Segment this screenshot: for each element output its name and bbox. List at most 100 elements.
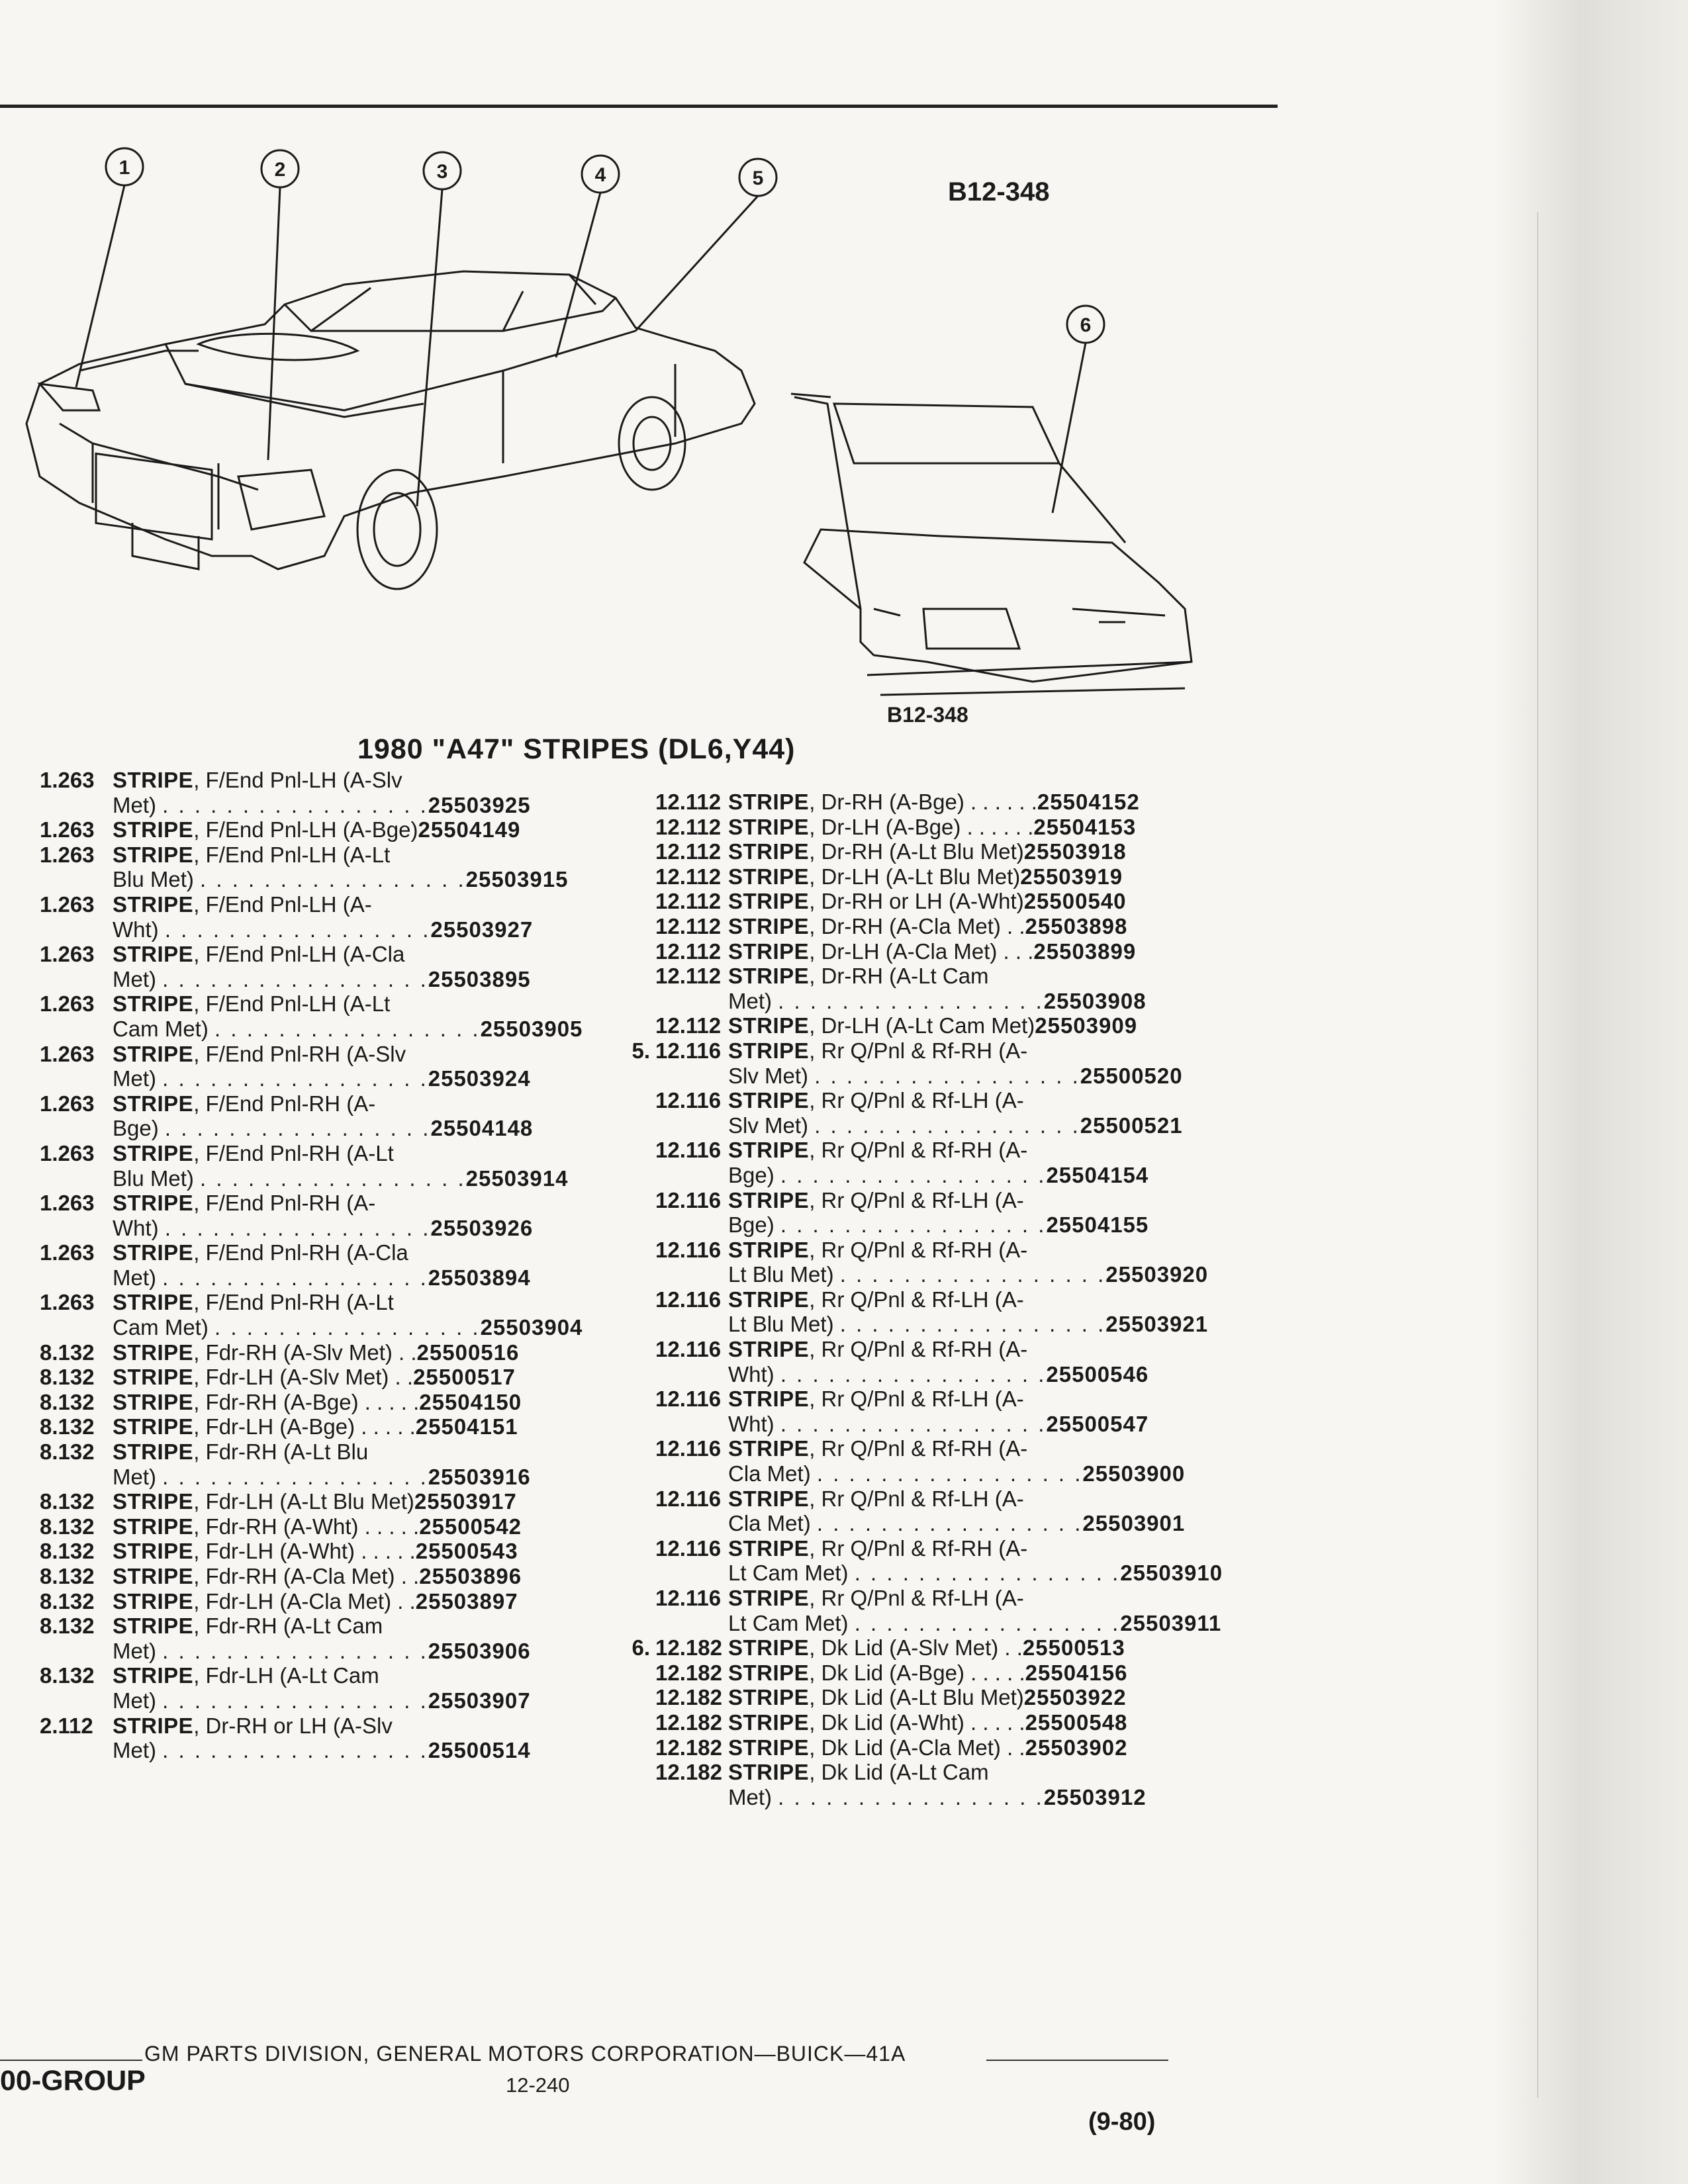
reference-number: 8.132 xyxy=(40,1588,95,1614)
part-qualifier: , Fdr-RH (A-Wht) . . . . . xyxy=(193,1514,420,1539)
part-number: 25504156 xyxy=(1025,1660,1128,1685)
part-qualifier: , Dr-LH (A-Lt Cam Met) xyxy=(809,1013,1035,1038)
part-description: STRIPE, Fdr-LH (A-Cla Met) . .25503897 xyxy=(113,1589,583,1614)
item-number xyxy=(616,914,655,939)
reference-number: 2.112 xyxy=(40,1713,93,1738)
part-number: 25504149 xyxy=(418,817,521,842)
leader-dots: . . . . . . . . . . . . . . . . . xyxy=(778,1784,1044,1809)
reference-number: 12.116 xyxy=(655,1436,722,1461)
description-line: STRIPE, Rr Q/Pnl & Rf-RH (A- xyxy=(728,1038,1278,1064)
part-number: 25503901 xyxy=(1082,1511,1186,1536)
callout-6: 6 xyxy=(1080,314,1092,336)
part-number: 25504151 xyxy=(415,1414,518,1439)
item-number xyxy=(616,1486,655,1536)
part-description: STRIPE, Fdr-RH (A-Cla Met) . .25503896 xyxy=(113,1564,583,1589)
part-name: STRIPE xyxy=(113,1489,194,1514)
part-name: STRIPE xyxy=(728,1088,810,1113)
part-name: STRIPE xyxy=(728,1535,810,1561)
part-number: 25503908 xyxy=(1043,988,1147,1013)
part-number: 25503917 xyxy=(414,1489,517,1514)
part-qualifier: , Dk Lid (A-Wht) . . . . . xyxy=(809,1709,1025,1735)
leader-dots: . . . . . . . . . . . . . . . . . xyxy=(816,1461,1083,1486)
part-name: STRIPE xyxy=(113,1414,194,1439)
part-qualifier: , Fdr-LH (A-Lt Blu Met) xyxy=(193,1489,414,1514)
reference-number: 12.116 xyxy=(655,1088,722,1113)
description-line: STRIPE, F/End Pnl-RH (A- xyxy=(113,1091,583,1116)
description-line: STRIPE, Rr Q/Pnl & Rf-LH (A- xyxy=(728,1387,1278,1412)
part-description: STRIPE, Fdr-RH (A-Slv Met) . .25500516 xyxy=(113,1340,583,1365)
part-name: STRIPE xyxy=(113,1663,194,1688)
reference-number: 1.263 xyxy=(40,1240,95,1265)
part-qualifier: , Fdr-LH (A-Bge) . . . . . xyxy=(193,1414,416,1439)
item-number xyxy=(0,768,40,817)
part-description: STRIPE, Rr Q/Pnl & Rf-LH (A-Lt Blu Met) … xyxy=(728,1287,1278,1337)
part-name: STRIPE xyxy=(728,1660,810,1685)
description-line: Blu Met) . . . . . . . . . . . . . . . .… xyxy=(113,867,583,892)
part-name: STRIPE xyxy=(113,1439,194,1465)
item-number xyxy=(616,790,655,815)
item-number xyxy=(616,1188,655,1238)
item-number xyxy=(0,1390,40,1415)
part-number: 25503909 xyxy=(1035,1013,1138,1038)
part-name: STRIPE xyxy=(113,1389,194,1414)
item-number xyxy=(616,1685,655,1710)
item-number xyxy=(0,1439,40,1489)
leader-dots: . . . . . . . . . . . . . . . . . xyxy=(214,1016,481,1041)
part-qualifier: , Rr Q/Pnl & Rf-LH (A- xyxy=(809,1586,1024,1610)
part-qualifier: , Fdr-LH (A-Lt Cam xyxy=(193,1663,379,1688)
reference-number: 12.112 xyxy=(655,790,722,814)
leader-dots: . . . . . . . . . . . . . . . . . xyxy=(164,1215,431,1240)
part-qualifier: Wht) xyxy=(728,1361,780,1387)
part-description: STRIPE, Rr Q/Pnl & Rf-LH (A-Bge) . . . .… xyxy=(728,1188,1278,1238)
description-line: Wht) . . . . . . . . . . . . . . . . .25… xyxy=(728,1362,1278,1387)
description-line: Met) . . . . . . . . . . . . . . . . .25… xyxy=(113,793,583,818)
description-line: STRIPE, Rr Q/Pnl & Rf-LH (A- xyxy=(728,1088,1278,1113)
description-line: STRIPE, Fdr-RH (A-Lt Blu xyxy=(113,1439,583,1465)
part-qualifier: , Fdr-LH (A-Slv Met) . . xyxy=(193,1365,414,1390)
part-description: STRIPE, Rr Q/Pnl & Rf-RH (A-Bge) . . . .… xyxy=(728,1138,1278,1187)
part-qualifier: , F/End Pnl-RH (A- xyxy=(193,1191,376,1216)
part-qualifier: , F/End Pnl-LH (A-Lt xyxy=(193,991,391,1017)
part-qualifier: , F/End Pnl-RH (A-Lt xyxy=(193,1290,394,1315)
part-name: STRIPE xyxy=(113,1588,194,1614)
part-qualifier: Bge) xyxy=(728,1212,780,1238)
part-qualifier: Blu Met) xyxy=(113,1165,201,1191)
part-number: 25500520 xyxy=(1080,1063,1183,1088)
part-qualifier: , Dk Lid (A-Lt Blu Met) xyxy=(809,1685,1024,1710)
leader-dots: . . . . . . . . . . . . . . . . . xyxy=(162,1464,428,1489)
leader-dots: . . . . . . . . . . . . . . . . . xyxy=(164,1116,431,1141)
part-name: STRIPE xyxy=(113,942,194,967)
description-line: STRIPE, Dr-RH (A-Lt Blu Met)25503918 xyxy=(728,839,1278,864)
part-number: 25504150 xyxy=(419,1389,522,1414)
part-qualifier: , Dr-RH (A-Bge) . . . . . . xyxy=(809,790,1037,814)
reference-number: 12.182 xyxy=(655,1735,722,1760)
part-description: STRIPE, Rr Q/Pnl & Rf-RH (A-Lt Blu Met) … xyxy=(728,1238,1278,1287)
part-qualifier: , F/End Pnl-RH (A- xyxy=(193,1091,376,1116)
part-qualifier: , Dk Lid (A-Lt Cam xyxy=(809,1760,989,1785)
part-description: STRIPE, Dr-RH (A-Lt Blu Met)25503918 xyxy=(728,839,1278,864)
description-line: Met) . . . . . . . . . . . . . . . . .25… xyxy=(113,1066,583,1091)
part-description: STRIPE, Dk Lid (A-Lt Blu Met)25503922 xyxy=(728,1685,1278,1710)
description-line: STRIPE, Rr Q/Pnl & Rf-LH (A- xyxy=(728,1287,1278,1312)
item-number xyxy=(0,991,40,1041)
item-number xyxy=(616,1760,655,1809)
part-description: STRIPE, Rr Q/Pnl & Rf-LH (A-Slv Met) . .… xyxy=(728,1088,1278,1138)
description-line: Bge) . . . . . . . . . . . . . . . . .25… xyxy=(728,1163,1278,1188)
part-number: 25500540 xyxy=(1023,889,1127,914)
